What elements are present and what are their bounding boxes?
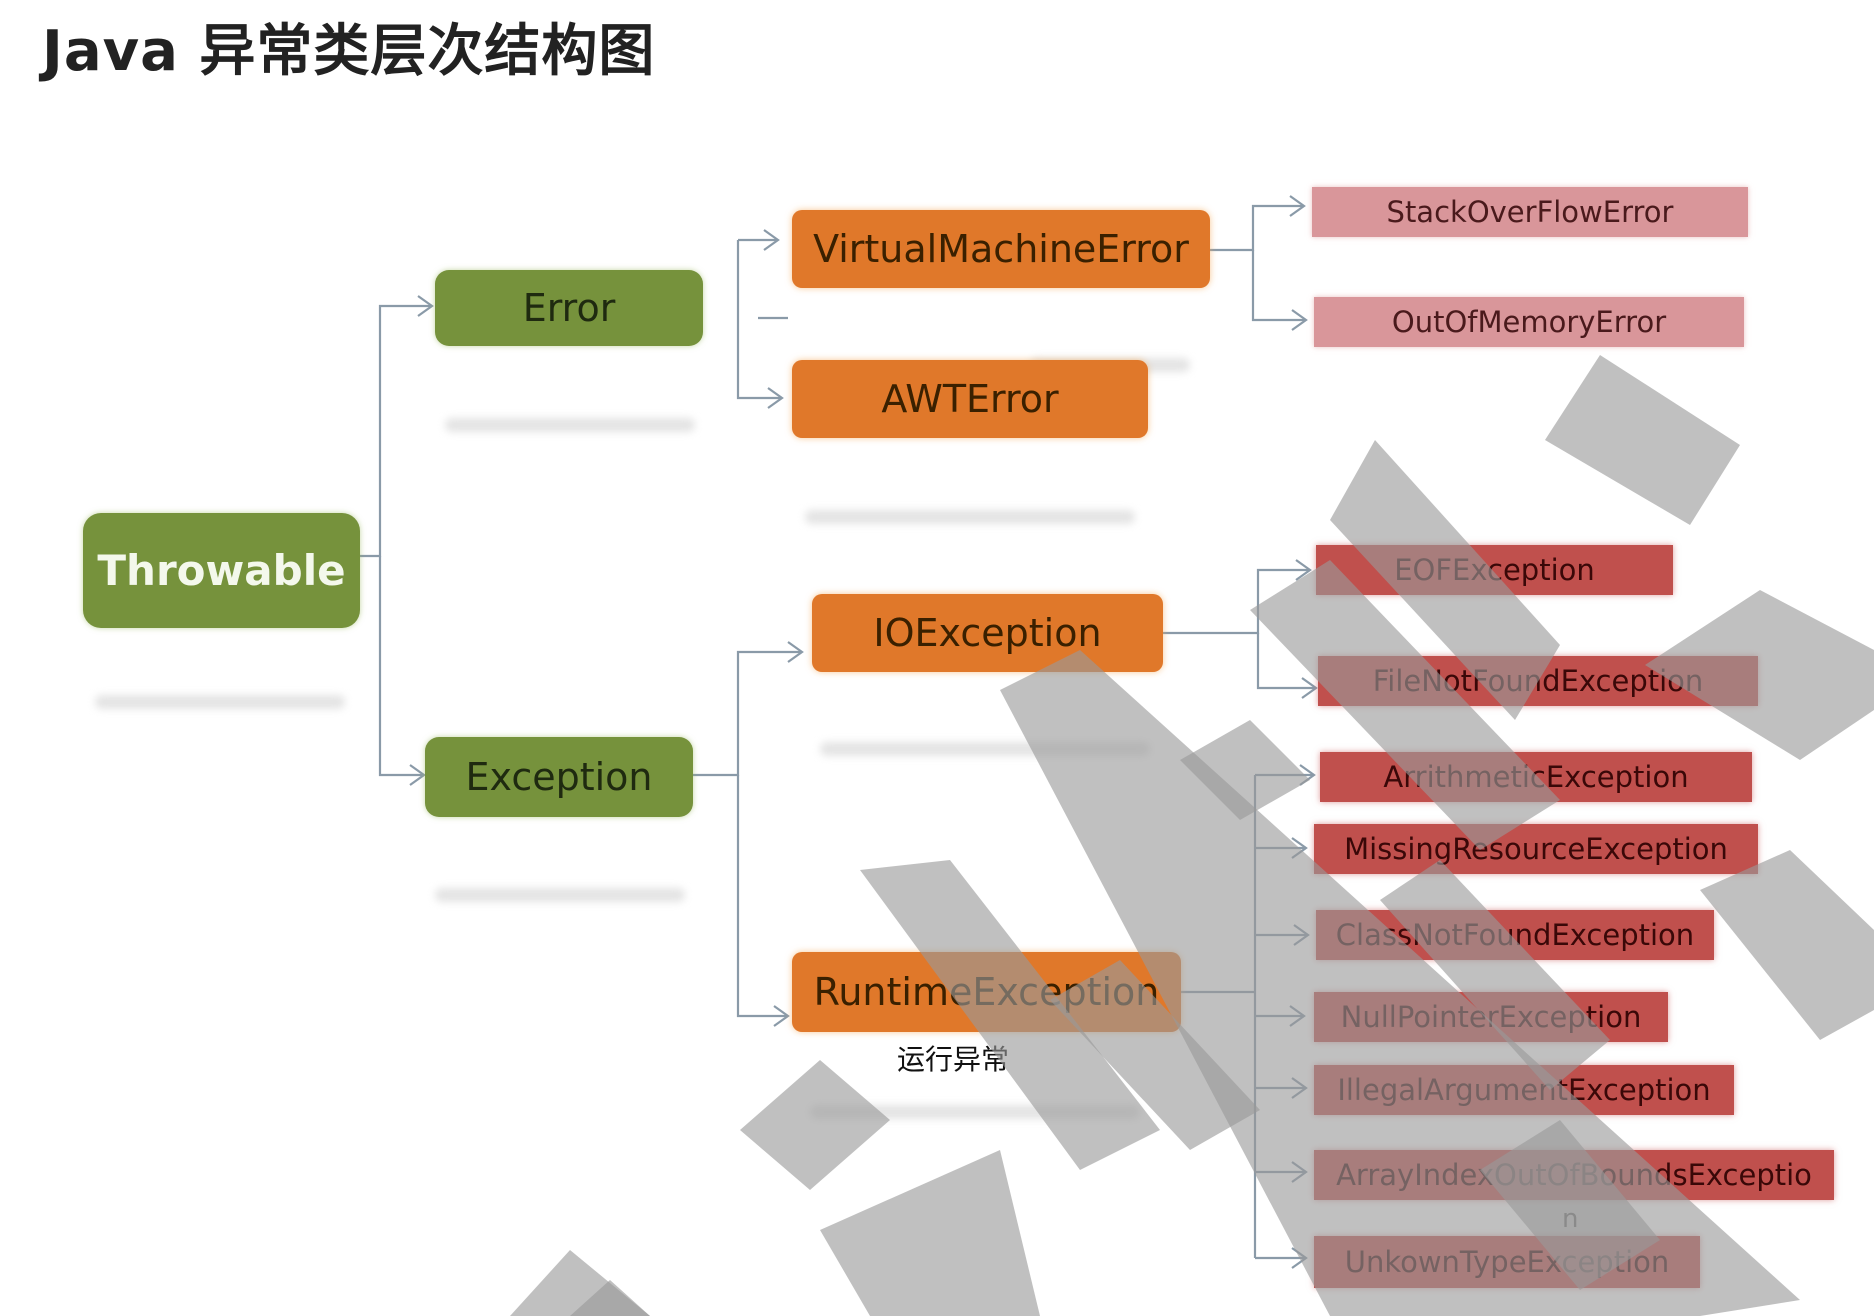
class-not-found-exception-node: ClassNotFoundException: [1316, 910, 1714, 960]
missing-resource-exception-node: MissingResourceException: [1314, 824, 1758, 874]
null-pointer-exception-label: NullPointerException: [1340, 1000, 1642, 1034]
eof-exception-node: EOFException: [1316, 545, 1673, 595]
shadow-bar: [95, 695, 345, 709]
array-index-exception-label: ArrayIndexOutOfBoundsExceptio: [1336, 1158, 1812, 1192]
shadow-bar: [445, 418, 695, 432]
io-exception-label: IOException: [873, 611, 1102, 655]
shadow-bar: [805, 510, 1135, 524]
null-pointer-exception-node: NullPointerException: [1314, 992, 1668, 1042]
exception-label: Exception: [465, 755, 653, 799]
awt-error-node: AWTError: [792, 360, 1148, 438]
shadow-bar: [435, 888, 685, 902]
array-index-exception-label-wrap: n: [1562, 1204, 1579, 1234]
unknown-type-exception-label: UnkownTypeException: [1344, 1245, 1670, 1279]
throwable-node: Throwable: [83, 513, 360, 628]
stack-overflow-error-label: StackOverFlowError: [1386, 195, 1674, 229]
exception-node: Exception: [425, 737, 693, 817]
throwable-label: Throwable: [97, 546, 346, 595]
out-of-memory-error-label: OutOfMemoryError: [1391, 305, 1667, 339]
eof-exception-label: EOFException: [1394, 553, 1595, 587]
runtime-exception-note: 运行异常: [897, 1043, 1010, 1076]
arithmetic-exception-node: ArrithmeticException: [1320, 752, 1752, 802]
illegal-argument-exception-label: IllegalArgumentException: [1337, 1073, 1711, 1107]
array-index-exception-node: ArrayIndexOutOfBoundsExceptio: [1314, 1150, 1834, 1200]
virtual-machine-error-label: VirtualMachineError: [813, 227, 1189, 271]
runtime-exception-node: RuntimeException: [792, 952, 1181, 1032]
missing-resource-exception-label: MissingResourceException: [1344, 832, 1728, 866]
class-not-found-exception-label: ClassNotFoundException: [1335, 918, 1695, 952]
awt-error-label: AWTError: [881, 377, 1059, 421]
io-exception-node: IOException: [812, 594, 1163, 672]
file-not-found-exception-label: FileNotFoundException: [1372, 664, 1704, 698]
stack-overflow-error-node: StackOverFlowError: [1312, 187, 1748, 237]
file-not-found-exception-node: FileNotFoundException: [1318, 656, 1758, 706]
illegal-argument-exception-node: IllegalArgumentException: [1314, 1065, 1734, 1115]
runtime-exception-label: RuntimeException: [813, 970, 1160, 1014]
virtual-machine-error-node: VirtualMachineError: [792, 210, 1210, 288]
out-of-memory-error-node: OutOfMemoryError: [1314, 297, 1744, 347]
error-node: Error: [435, 270, 703, 346]
error-label: Error: [522, 286, 616, 330]
unknown-type-exception-node: UnkownTypeException: [1314, 1236, 1700, 1288]
page-title: Java 异常类层次结构图: [42, 19, 656, 84]
arithmetic-exception-label: ArrithmeticException: [1383, 760, 1689, 794]
